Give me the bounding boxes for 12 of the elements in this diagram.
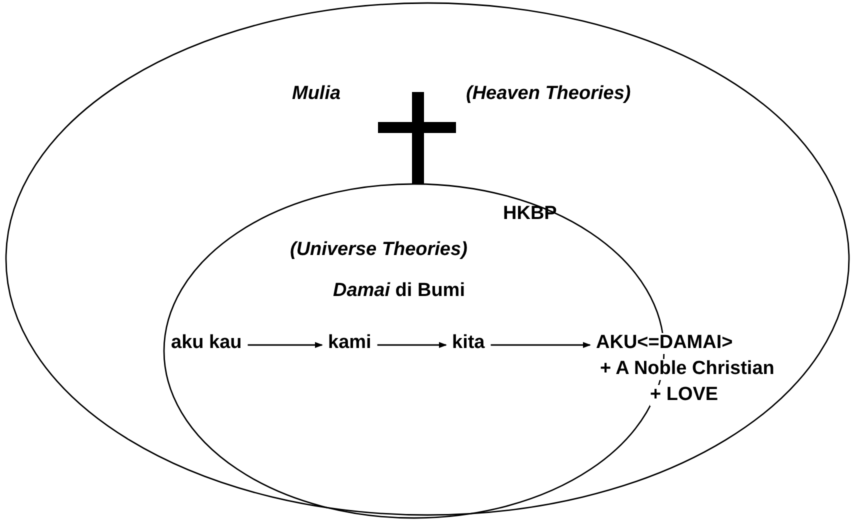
heading-text: HKBP <box>503 204 557 225</box>
heading-text: Mulia <box>292 84 341 105</box>
word-label: + LOVE <box>650 385 718 406</box>
arrow <box>377 342 447 348</box>
heading-text: (Heaven Theories) <box>466 84 631 105</box>
heading-text: Damai di Bumi <box>333 281 465 302</box>
word-label: AKU<=DAMAI> <box>596 333 733 354</box>
arrow <box>490 342 591 348</box>
heading-text: (Universe Theories) <box>290 240 468 261</box>
outer-ellipse <box>5 2 850 516</box>
word-label: + A Noble Christian <box>600 359 774 380</box>
arrow <box>248 342 323 348</box>
